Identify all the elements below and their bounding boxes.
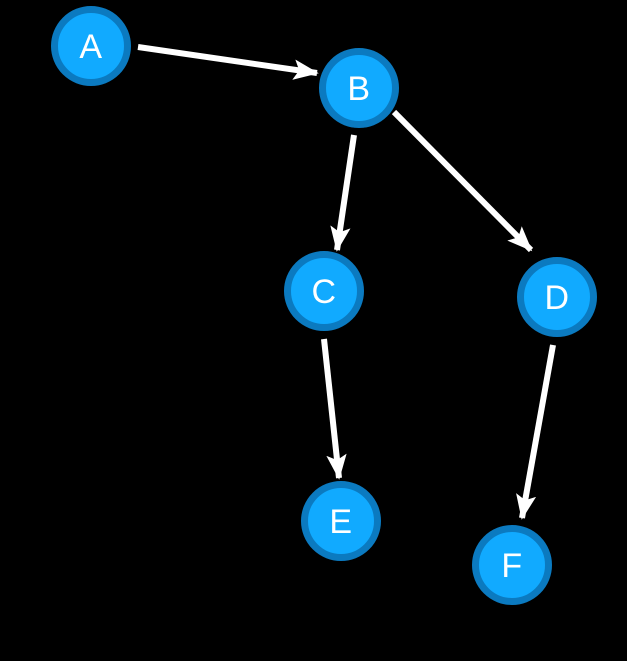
graph-node-a[interactable]: A (51, 6, 131, 86)
edge-b-c (330, 134, 357, 252)
node-b-label: B (347, 70, 370, 108)
nodes-layer: A B C D E F (51, 6, 597, 605)
node-a-circle[interactable] (51, 6, 131, 86)
graph-node-b[interactable]: B (319, 48, 399, 128)
node-d-label: D (544, 279, 569, 317)
node-f-label: F (501, 547, 522, 585)
graph-node-c[interactable]: C (284, 251, 364, 331)
node-d-circle[interactable] (517, 257, 597, 337)
graph-node-e[interactable]: E (301, 481, 381, 561)
node-f-circle[interactable] (472, 525, 552, 605)
node-e-circle[interactable] (301, 481, 381, 561)
edges-layer (137, 44, 556, 520)
node-c-label: C (311, 273, 336, 311)
graph-node-d[interactable]: D (517, 257, 597, 337)
edge-d-f (516, 344, 556, 520)
edge-c-e (321, 338, 347, 480)
node-b-circle[interactable] (319, 48, 399, 128)
node-e-label: E (329, 503, 352, 541)
node-a-label: A (79, 28, 102, 66)
node-c-circle[interactable] (284, 251, 364, 331)
edge-a-b (137, 44, 319, 80)
edge-b-d (391, 109, 534, 253)
graph-node-f[interactable]: F (472, 525, 552, 605)
